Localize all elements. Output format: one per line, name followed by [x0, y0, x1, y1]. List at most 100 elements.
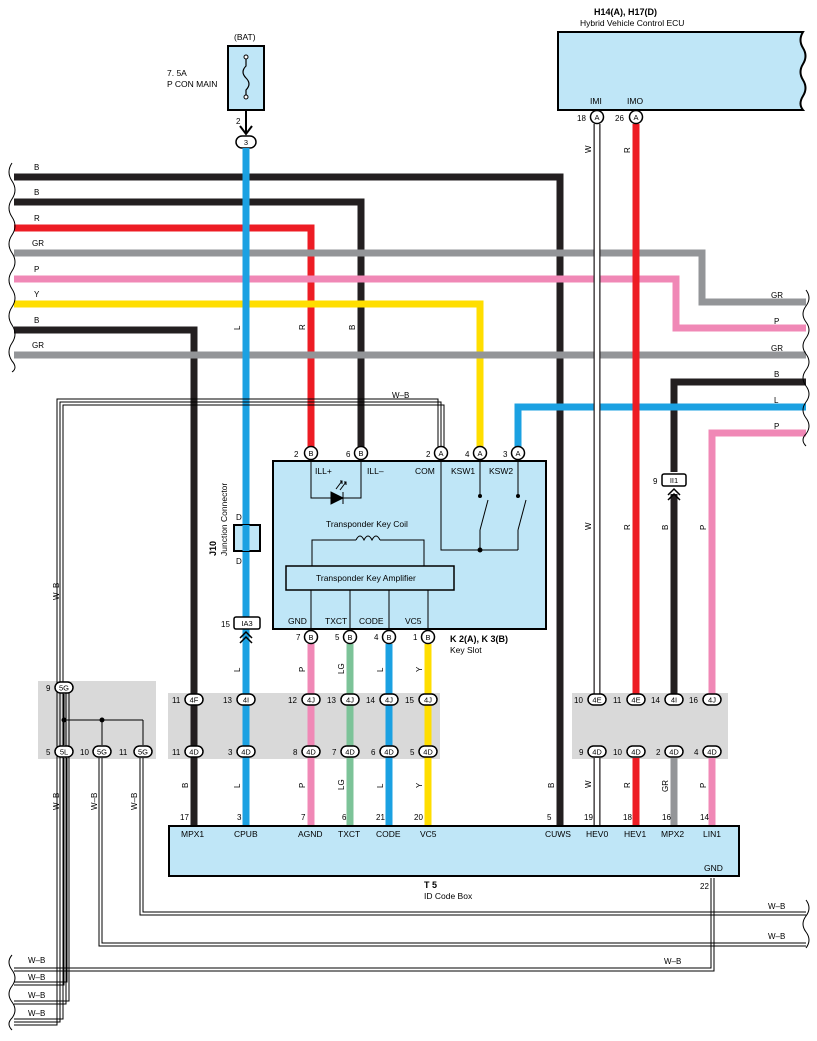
bottom-wire-label-4: W–B	[28, 956, 45, 965]
wires	[14, 124, 806, 826]
svg-text:TXCT: TXCT	[325, 616, 347, 626]
svg-text:11: 11	[613, 696, 622, 705]
wire-b-row7	[14, 326, 198, 826]
fuse-p-con-main: (BAT) 7. 5A P CON MAIN 2 3	[167, 32, 265, 149]
svg-text:MPX2: MPX2	[661, 829, 684, 839]
coil-label: Transponder Key Coil	[326, 519, 408, 529]
svg-text:L: L	[376, 783, 385, 788]
svg-text:18: 18	[623, 813, 632, 822]
left-wire-label-7: B	[34, 316, 39, 325]
ecu-title: H14(A), H17(D)	[594, 7, 657, 17]
svg-text:ILL+: ILL+	[315, 466, 332, 476]
wb-top-label: W–B	[392, 391, 409, 400]
right-wire-label-4: B	[774, 370, 779, 379]
id-code-box-rect	[168, 825, 740, 877]
svg-text:Transponder Key Amplifier: Transponder Key Amplifier	[316, 573, 416, 583]
svg-text:W–B: W–B	[90, 793, 99, 810]
svg-text:13: 13	[223, 696, 232, 705]
key-switch-icon	[440, 460, 527, 553]
svg-text:5: 5	[410, 748, 415, 757]
svg-text:GND: GND	[704, 863, 723, 873]
svg-text:4J: 4J	[708, 696, 716, 705]
jc-left-internal	[61, 694, 144, 745]
svg-text:2: 2	[656, 748, 661, 757]
wire-p-row5	[14, 275, 806, 332]
svg-text:5G: 5G	[59, 684, 69, 693]
ecu-pin-label-imi: IMI	[590, 96, 602, 106]
svg-text:5G: 5G	[97, 748, 107, 757]
connector-ia3: 15 IA3	[221, 616, 261, 644]
svg-text:12: 12	[288, 696, 297, 705]
svg-text:18: 18	[577, 114, 586, 123]
svg-text:A: A	[515, 449, 520, 458]
svg-text:16: 16	[689, 696, 698, 705]
fuse-source: (BAT)	[234, 32, 256, 42]
svg-text:2: 2	[294, 450, 299, 459]
key-slot-bottom-pins: 7 B 5 B 4 B 1 B	[296, 629, 436, 645]
ground-wires	[14, 398, 806, 1026]
svg-text:22: 22	[700, 882, 709, 891]
svg-text:13: 13	[327, 696, 336, 705]
svg-text:B: B	[347, 633, 352, 642]
svg-text:4J: 4J	[424, 696, 432, 705]
svg-text:26: 26	[615, 114, 624, 123]
svg-text:11: 11	[119, 748, 128, 757]
svg-text:8: 8	[293, 748, 298, 757]
svg-text:15: 15	[405, 696, 414, 705]
svg-text:4J: 4J	[346, 696, 354, 705]
svg-text:4I: 4I	[671, 696, 677, 705]
svg-text:B: B	[425, 633, 430, 642]
svg-text:4: 4	[465, 450, 470, 459]
left-wire-label-1: B	[34, 163, 39, 172]
svg-text:9: 9	[46, 684, 51, 693]
bottom-wire-labels: W–B W–B W–B W–B W–B W–B W–B	[28, 902, 785, 1018]
svg-text:R: R	[623, 147, 632, 153]
svg-text:B: B	[308, 633, 313, 642]
left-wire-label-5: P	[34, 265, 39, 274]
transponder-key-amplifier	[285, 565, 455, 591]
svg-text:4D: 4D	[592, 748, 602, 757]
svg-text:B: B	[547, 783, 556, 788]
svg-text:5L: 5L	[60, 748, 68, 757]
right-wire-label-2: P	[774, 317, 779, 326]
svg-text:4D: 4D	[631, 748, 641, 757]
svg-text:4E: 4E	[592, 696, 601, 705]
bottom-wire-label-1: W–B	[768, 902, 785, 911]
transponder-coil-icon	[311, 535, 425, 566]
svg-text:14: 14	[366, 696, 375, 705]
svg-text:5: 5	[547, 813, 552, 822]
wire-r-row3	[14, 224, 315, 448]
svg-text:9: 9	[579, 748, 584, 757]
svg-text:B: B	[358, 449, 363, 458]
svg-text:3: 3	[503, 450, 508, 459]
fuse-rating: 7. 5A	[167, 68, 187, 78]
svg-text:Y: Y	[415, 666, 424, 672]
svg-text:W–B: W–B	[130, 793, 139, 810]
svg-text:4J: 4J	[307, 696, 315, 705]
svg-text:MPX1: MPX1	[181, 829, 204, 839]
svg-text:11: 11	[172, 696, 181, 705]
junction-connector-j10: D D J10 Junction Connector	[208, 483, 261, 566]
left-wire-label-4: GR	[32, 239, 44, 248]
fuse-pin-num: 2	[236, 117, 241, 126]
svg-text:17: 17	[180, 813, 189, 822]
svg-text:L: L	[233, 783, 242, 788]
svg-text:A: A	[594, 113, 599, 122]
svg-text:11: 11	[172, 748, 181, 757]
left-wire-label-2: B	[34, 188, 39, 197]
svg-text:6: 6	[346, 450, 351, 459]
svg-text:CUWS: CUWS	[545, 829, 571, 839]
svg-text:II1: II1	[670, 476, 678, 485]
svg-text:TXCT: TXCT	[338, 829, 360, 839]
svg-text:B: B	[661, 525, 670, 530]
wire-p-right	[708, 429, 806, 697]
hybrid-ecu: H14(A), H17(D) Hybrid Vehicle Control EC…	[557, 7, 807, 111]
svg-text:CODE: CODE	[359, 616, 384, 626]
wire-gr-row4	[14, 249, 806, 306]
bottom-wire-label-5: W–B	[28, 973, 45, 982]
j10-name: Junction Connector	[219, 483, 229, 556]
svg-text:4: 4	[694, 748, 699, 757]
svg-text:W–B: W–B	[52, 793, 61, 810]
svg-text:GR: GR	[661, 780, 670, 792]
jc-left-connectors: 9 5G 5 5L 10 5G 11 5G	[46, 681, 153, 758]
